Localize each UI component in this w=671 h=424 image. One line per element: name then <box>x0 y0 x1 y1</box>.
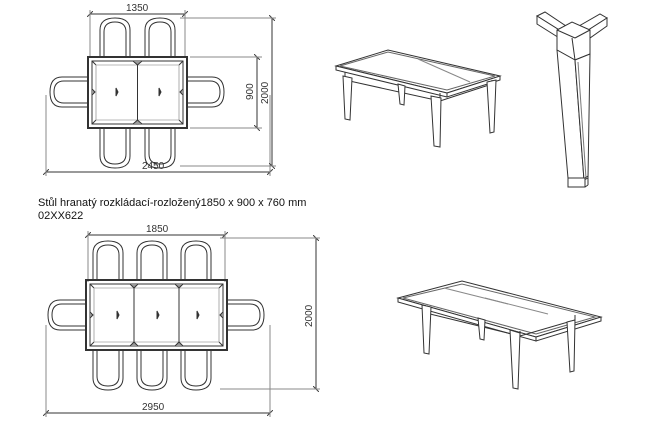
chair <box>145 128 175 168</box>
table-leg <box>567 320 575 372</box>
chair <box>48 300 86 330</box>
table-leg <box>487 80 496 133</box>
product-title: Stůl hranatý rozkládací-rozložený1850 x … <box>38 197 307 209</box>
plan-view-extended <box>46 231 320 417</box>
dim-label-2000-bottom: 2000 <box>304 304 315 327</box>
table-leg <box>343 76 352 120</box>
dimension-900 <box>190 57 262 128</box>
table-leg <box>478 318 485 340</box>
dimension-1850 <box>88 231 225 282</box>
chair <box>137 350 167 390</box>
chair <box>93 350 123 390</box>
chair <box>93 241 123 280</box>
table-top-extended <box>86 280 227 350</box>
perspective-table-extended <box>398 281 601 389</box>
leg-detail <box>537 12 607 187</box>
table-leg <box>431 96 441 147</box>
table-leg <box>510 330 520 389</box>
dimension-2000-top <box>180 18 276 166</box>
dim-label-2950: 2950 <box>142 402 165 413</box>
plan-view-closed <box>46 10 276 176</box>
dim-label-1850: 1850 <box>146 224 169 235</box>
chair <box>181 241 211 280</box>
chair <box>137 241 167 280</box>
dim-label-900: 900 <box>245 83 256 100</box>
table-leg <box>398 84 405 105</box>
chair <box>100 18 130 57</box>
chair <box>50 77 88 107</box>
perspective-table-closed <box>336 50 500 147</box>
chair <box>187 77 224 107</box>
chair <box>100 128 130 168</box>
dimension-2950 <box>46 325 270 417</box>
table-leg <box>422 305 431 354</box>
chair <box>181 350 211 390</box>
product-code: 02XX622 <box>38 210 84 222</box>
dim-label-1350: 1350 <box>126 3 149 14</box>
table-top-closed <box>88 57 187 128</box>
chair <box>227 300 264 330</box>
dim-label-2450: 2450 <box>142 161 165 172</box>
caption: Stůl hranatý rozkládací-rozložený1850 x … <box>38 197 306 223</box>
chair <box>145 18 175 57</box>
dim-label-2000-top: 2000 <box>260 81 271 104</box>
